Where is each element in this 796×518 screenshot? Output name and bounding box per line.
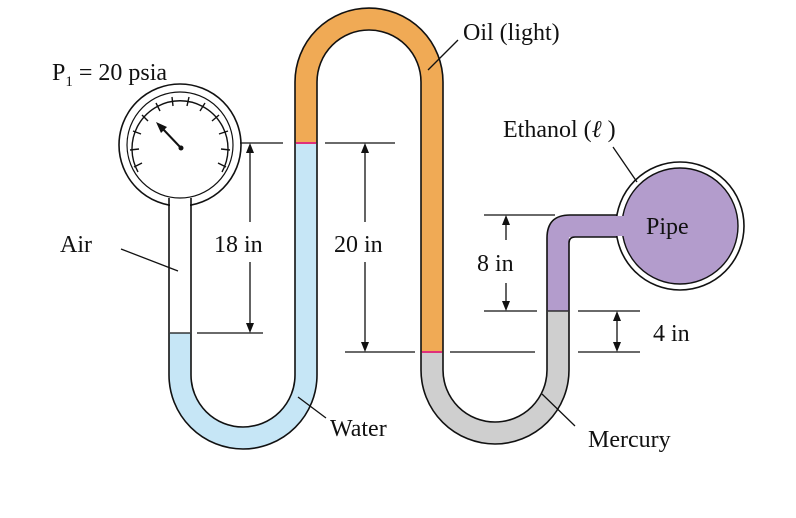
ethanol-label: Ethanol (ℓ )	[503, 117, 616, 143]
mercury-label: Mercury	[588, 427, 671, 453]
pipe-label: Pipe	[646, 214, 689, 240]
p1-label: P1 = 20 psia	[52, 60, 167, 90]
dim-20-label: 20 in	[334, 232, 383, 258]
gauge-needle	[161, 127, 182, 149]
p1-main: P	[52, 60, 65, 86]
arrowheads	[246, 143, 621, 352]
reference-lines	[197, 142, 640, 353]
dimension-arrows	[249, 150, 618, 345]
oil-fill	[295, 8, 443, 352]
water-fill	[169, 143, 317, 449]
gauge-ticks	[129, 96, 231, 168]
air-column	[170, 205, 190, 333]
tube-outline	[168, 7, 622, 450]
ethanol-suffix: )	[602, 117, 616, 143]
water-label: Water	[330, 416, 387, 442]
ethanol-fill	[547, 215, 622, 311]
pressure-gauge-icon	[118, 83, 242, 207]
pipe	[610, 161, 745, 291]
dim-18-label: 18 in	[214, 232, 263, 258]
dim-4-label: 4 in	[653, 321, 690, 347]
p1-rest: = 20 psia	[73, 60, 168, 86]
air-label: Air	[60, 232, 92, 258]
leader-lines	[120, 39, 638, 427]
p1-subscript: 1	[65, 74, 73, 90]
mercury-fill	[421, 311, 569, 444]
ethanol-symbol: ℓ	[592, 117, 602, 143]
oil-label: Oil (light)	[463, 20, 560, 46]
dim-8-label: 8 in	[477, 251, 514, 277]
ethanol-prefix: Ethanol (	[503, 117, 592, 143]
